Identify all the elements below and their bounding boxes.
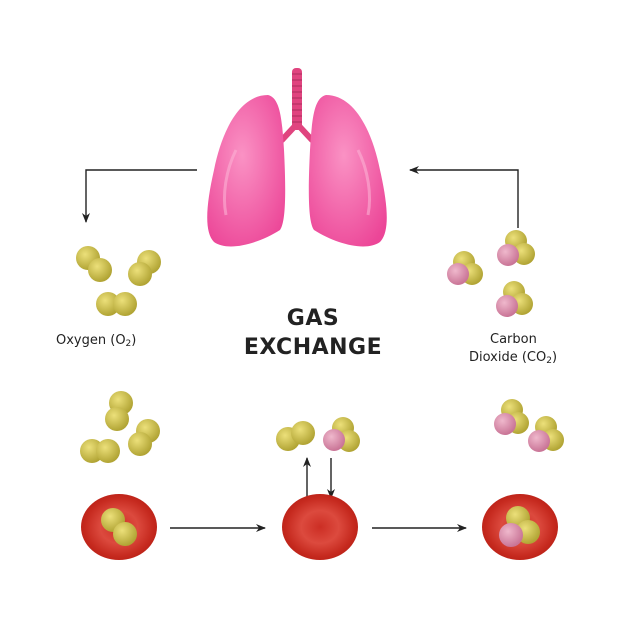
oxygen-molecule (128, 250, 161, 286)
carbon-dioxide-molecule (496, 281, 533, 317)
oxygen-molecule (96, 292, 137, 316)
oxygen-molecule (128, 419, 160, 456)
oxygen-molecule (80, 439, 120, 463)
oxygen-label-text: Oxygen (O (56, 333, 126, 348)
carbon-dioxide-molecule (528, 416, 564, 452)
trachea (279, 68, 315, 143)
oxygen-molecule (276, 421, 315, 451)
carbon-dioxide-molecule (323, 417, 360, 452)
carbon-dioxide-label-subscript: 2 (546, 356, 552, 366)
title-line-2: EXCHANGE (243, 335, 383, 360)
red-blood-cell-with-oxygen (81, 494, 157, 560)
carbon-dioxide-label-close: ) (551, 350, 558, 365)
oxygen-molecule (105, 391, 133, 431)
oxygen-label: Oxygen (O2) (56, 333, 136, 349)
carbon-dioxide-label-text: Dioxide (CO (469, 350, 547, 365)
right-lung (308, 95, 387, 247)
oxygen-molecule (76, 246, 112, 282)
carbon-dioxide-molecule (447, 251, 483, 285)
arrow-carbon-dioxide-to-lungs (409, 166, 519, 228)
red-blood-cell-with-carbon-dioxide (482, 494, 558, 560)
lungs (207, 68, 387, 247)
left-lung (207, 95, 286, 247)
carbon-dioxide-label-line-1: Carbon (490, 332, 537, 347)
arrow-lungs-to-oxygen (82, 169, 197, 223)
oxygen-label-close: ) (131, 333, 137, 348)
oxygen-label-subscript: 2 (125, 339, 132, 349)
carbon-dioxide-molecule (494, 399, 529, 435)
carbon-dioxide-label-line-2: Dioxide (CO2) (469, 350, 557, 366)
title-line-1: GAS (286, 306, 340, 331)
red-blood-cell (282, 494, 358, 560)
carbon-dioxide-molecule (497, 230, 535, 266)
